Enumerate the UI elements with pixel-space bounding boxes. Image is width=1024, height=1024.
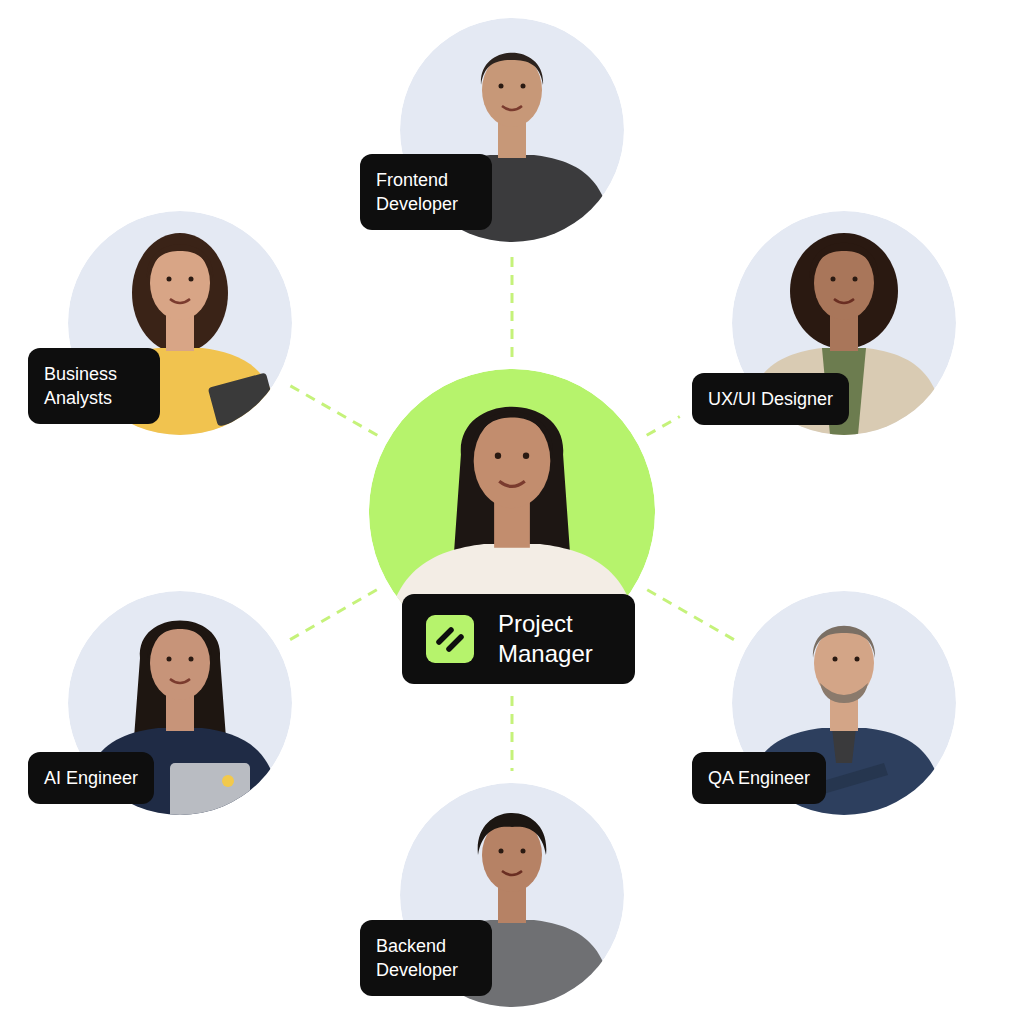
brand-icon-tile [426, 615, 474, 663]
portrait-manager-shape-shape [453, 407, 570, 563]
portrait-ai-engineer-shape-shape [167, 657, 172, 662]
brand-icon-stroke [449, 637, 461, 649]
role-badge: QA Engineer [692, 752, 826, 804]
team-member: Business Analysts [68, 211, 292, 435]
portrait-qa-engineer-shape-shape [832, 728, 856, 763]
dashed-connector [647, 417, 680, 436]
role-label: Business Analysts [44, 362, 144, 410]
portrait-frontend-shape-shape [521, 84, 526, 89]
portrait-ai-engineer-shape-shape [150, 626, 210, 700]
portrait-designer-shape-shape [834, 299, 854, 303]
team-member: UX/UI Designer [732, 211, 956, 435]
team-member: QA Engineer [732, 591, 956, 815]
portrait-analyst-shape-shape [170, 299, 190, 303]
role-label: AI Engineer [44, 766, 138, 790]
brand-icon [426, 615, 474, 663]
portrait-manager-shape-shape [471, 411, 553, 454]
portrait-backend-shape-shape [521, 849, 526, 854]
dashed-connector [288, 384, 378, 435]
portrait-manager-shape-shape [499, 481, 525, 486]
portrait-designer-shape-shape [810, 243, 878, 278]
brand-icon-stroke [439, 630, 451, 642]
portrait-analyst-shape-shape [147, 244, 213, 278]
portrait-ai-engineer-shape-shape [189, 657, 194, 662]
portrait-qa-engineer-shape-shape [813, 626, 875, 658]
dashed-connector [647, 590, 736, 641]
portrait-designer-shape-shape [831, 277, 836, 282]
portrait-analyst-shape-shape [208, 372, 276, 426]
portrait-ai-engineer-shape-shape [170, 679, 190, 683]
role-badge: Business Analysts [28, 348, 160, 424]
portrait-ai-engineer-shape-shape [134, 621, 226, 739]
dashed-connector [511, 696, 514, 771]
role-label: Backend Developer [376, 934, 476, 982]
portrait-designer-shape-shape [853, 277, 858, 282]
role-label: QA Engineer [708, 766, 810, 790]
role-label: UX/UI Designer [708, 387, 833, 411]
portrait-ai-engineer-shape-shape [148, 624, 212, 658]
role-badge: Frontend Developer [360, 154, 492, 230]
portrait-ai-engineer-shape-shape [222, 775, 234, 787]
portrait-manager-shape-shape [495, 453, 501, 459]
role-badge: Project Manager [402, 594, 635, 684]
portrait-frontend-shape-shape [502, 106, 522, 110]
dashed-connector [287, 590, 376, 641]
portrait-backend-shape-shape [478, 813, 547, 855]
portrait-qa-engineer-shape-shape [816, 763, 888, 795]
portrait-frontend-shape-shape [499, 84, 504, 89]
portrait-manager-shape-shape [474, 414, 551, 508]
portrait-qa-engineer-shape-shape [820, 683, 868, 703]
portrait-qa-engineer-shape-shape [855, 657, 860, 662]
role-badge: Backend Developer [360, 920, 492, 996]
portrait-analyst-shape-shape [167, 277, 172, 282]
team-member: Project Manager [369, 369, 655, 655]
portrait-qa-engineer-shape-shape [833, 657, 838, 662]
portrait-backend-shape-shape [499, 849, 504, 854]
team-member: Backend Developer [400, 783, 624, 1007]
portrait-backend-shape-shape [502, 871, 522, 875]
portrait-frontend-shape-shape [481, 53, 543, 85]
role-label: Frontend Developer [376, 168, 476, 216]
role-badge: AI Engineer [28, 752, 154, 804]
dashed-connector [511, 254, 514, 357]
portrait-manager-shape-shape [523, 453, 529, 459]
portrait-analyst-shape-shape [132, 233, 228, 353]
portrait-ai-engineer-shape-shape [170, 763, 250, 823]
role-badge: UX/UI Designer [692, 373, 849, 425]
team-member: Frontend Developer [400, 18, 624, 242]
team-member: AI Engineer [68, 591, 292, 815]
portrait-analyst-shape-shape [189, 277, 194, 282]
role-label: Project Manager [498, 609, 613, 669]
